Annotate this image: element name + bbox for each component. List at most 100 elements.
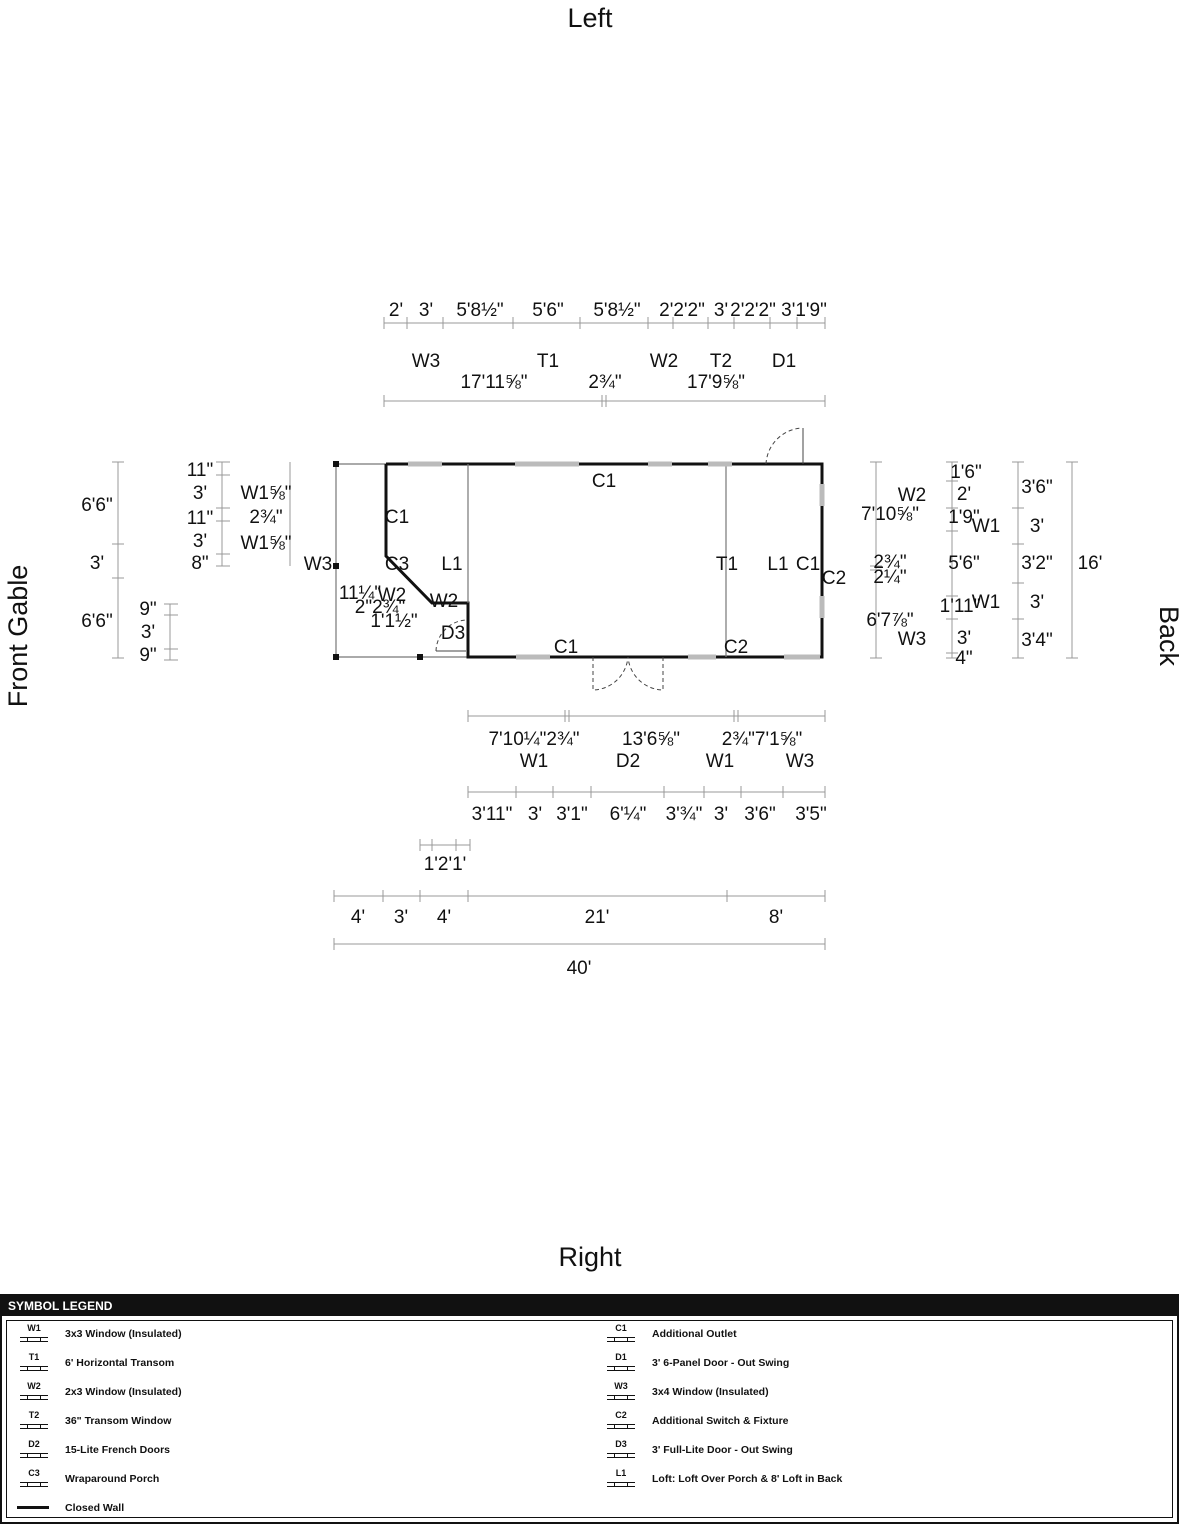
svg-text:W1: W1 — [520, 751, 549, 772]
porch-symbol-icon: C3 — [17, 1468, 51, 1490]
transom-symbol-icon: T1 — [17, 1352, 51, 1374]
svg-text:1'2'1': 1'2'1' — [424, 854, 467, 875]
svg-text:2"2¾": 2"2¾" — [355, 597, 405, 618]
svg-text:9": 9" — [139, 599, 156, 620]
legend-item-closed-wall: Closed Wall — [17, 1497, 124, 1519]
door-symbol-icon: D3 — [604, 1439, 638, 1461]
svg-text:3': 3' — [1030, 592, 1044, 613]
svg-text:7'10⅝": 7'10⅝" — [861, 504, 919, 525]
svg-text:21': 21' — [585, 907, 610, 928]
svg-text:W2: W2 — [430, 591, 459, 612]
svg-text:3'¾": 3'¾" — [666, 804, 703, 825]
svg-text:3': 3' — [141, 622, 155, 643]
legend-item-w3: W3 3x4 Window (Insulated) — [604, 1381, 769, 1403]
svg-text:11": 11" — [187, 460, 213, 481]
svg-text:W3: W3 — [412, 351, 441, 372]
svg-text:3'11": 3'11" — [472, 804, 513, 825]
svg-text:8": 8" — [191, 553, 208, 574]
transom-symbol-icon: T2 — [17, 1410, 51, 1432]
svg-text:5'8½": 5'8½" — [593, 300, 640, 321]
svg-text:W3: W3 — [898, 629, 927, 650]
svg-text:5'6": 5'6" — [532, 300, 564, 321]
door-symbol-icon: D1 — [604, 1352, 638, 1374]
door-symbol-icon: D2 — [17, 1439, 51, 1461]
bottom-dimensions: 7'10¼"2¾" 13'6⅝" 2¾"7'1⅝" W1 D2 W1 W3 3'… — [333, 710, 827, 979]
svg-text:2¾": 2¾" — [249, 507, 282, 528]
svg-text:6'6": 6'6" — [81, 611, 113, 632]
svg-text:2¼": 2¼" — [873, 567, 906, 588]
svg-text:8': 8' — [769, 907, 783, 928]
plan-labels: C1 C1 C3 L1 W3 W2 W2 D3 C1 C2 T1 L1 C1 C… — [304, 471, 846, 658]
window-symbol-icon: W1 — [17, 1323, 51, 1345]
top-dimensions: 2' 3' 5'8½" 5'6" 5'8½" 2'2'2" 3' 2'2'2" … — [383, 300, 827, 407]
svg-text:3'1'9": 3'1'9" — [781, 300, 827, 321]
svg-text:3': 3' — [193, 483, 207, 504]
svg-text:3'6": 3'6" — [1021, 477, 1053, 498]
svg-text:C1: C1 — [592, 471, 616, 492]
svg-text:W2: W2 — [898, 485, 927, 506]
side-label-right: Right — [558, 1242, 622, 1272]
outlet-symbol-icon: C1 — [604, 1323, 638, 1345]
svg-text:4": 4" — [955, 648, 972, 669]
svg-text:D1: D1 — [772, 351, 796, 372]
svg-text:3': 3' — [528, 804, 542, 825]
svg-text:T2: T2 — [710, 351, 732, 372]
svg-text:D2: D2 — [616, 751, 640, 772]
svg-text:2¾": 2¾" — [873, 552, 906, 573]
svg-text:3': 3' — [394, 907, 408, 928]
svg-text:W2: W2 — [650, 351, 679, 372]
svg-text:11": 11" — [187, 508, 213, 529]
svg-text:5'6": 5'6" — [948, 553, 980, 574]
svg-text:W1: W1 — [972, 592, 1001, 613]
svg-text:4': 4' — [437, 907, 451, 928]
front-dimensions: 6'6" 3' 6'6" 11" 3' 11" 3' 8" W1⅝" 2¾" W… — [81, 460, 291, 666]
svg-text:3'5": 3'5" — [795, 804, 827, 825]
svg-text:6'7⅞": 6'7⅞" — [866, 610, 913, 631]
svg-text:C2: C2 — [822, 568, 846, 589]
svg-text:C2: C2 — [724, 637, 748, 658]
svg-text:C1: C1 — [796, 554, 820, 575]
svg-text:17'9⅝": 17'9⅝" — [687, 372, 745, 393]
back-dimensions: 7'10⅝" 2¾" 2¼" 6'7⅞" 1'6" 2' 1'9" 5'6" 1… — [861, 461, 1103, 669]
svg-text:2': 2' — [389, 300, 403, 321]
svg-text:6'6": 6'6" — [81, 495, 113, 516]
svg-text:2'2'2": 2'2'2" — [730, 300, 776, 321]
svg-text:C1: C1 — [554, 637, 578, 658]
svg-text:3'4": 3'4" — [1021, 630, 1053, 651]
svg-text:4': 4' — [351, 907, 365, 928]
svg-text:5'8½": 5'8½" — [456, 300, 503, 321]
door-d2-swing-right — [627, 656, 664, 691]
svg-text:16': 16' — [1078, 553, 1103, 574]
svg-text:2'2'2": 2'2'2" — [659, 300, 705, 321]
svg-text:9": 9" — [139, 645, 156, 666]
svg-text:2¾"7'1⅝": 2¾"7'1⅝" — [722, 729, 803, 750]
door-d3-swing — [435, 619, 467, 652]
svg-text:3'2": 3'2" — [1021, 553, 1053, 574]
side-label-front: Front Gable — [3, 565, 33, 708]
legend-item-d2: D2 15-Lite French Doors — [17, 1439, 170, 1461]
svg-text:17'11⅝": 17'11⅝" — [460, 372, 527, 393]
svg-text:1'9": 1'9" — [948, 507, 980, 528]
svg-text:3': 3' — [193, 531, 207, 552]
svg-text:3': 3' — [714, 300, 728, 321]
loft-symbol-icon: L1 — [604, 1468, 638, 1490]
legend-item-c2: C2 Additional Switch & Fixture — [604, 1410, 789, 1432]
svg-text:3': 3' — [714, 804, 728, 825]
svg-text:W3: W3 — [786, 751, 815, 772]
svg-text:2': 2' — [957, 484, 971, 505]
svg-text:W1⅝": W1⅝" — [240, 533, 291, 554]
closed-wall-symbol-icon — [17, 1497, 51, 1519]
svg-text:3': 3' — [90, 553, 104, 574]
svg-text:3'1": 3'1" — [556, 804, 588, 825]
svg-text:3': 3' — [419, 300, 433, 321]
svg-text:T1: T1 — [537, 351, 559, 372]
legend-item-w2: W2 2x3 Window (Insulated) — [17, 1381, 182, 1403]
svg-text:T1: T1 — [716, 554, 738, 575]
svg-text:C3: C3 — [385, 554, 409, 575]
legend-item-t2: T2 36" Transom Window — [17, 1410, 171, 1432]
legend-title: SYMBOL LEGEND — [2, 1296, 1177, 1316]
switch-symbol-icon: C2 — [604, 1410, 638, 1432]
svg-text:7'10¼"2¾": 7'10¼"2¾" — [488, 729, 579, 750]
window-symbol-icon: W3 — [604, 1381, 638, 1403]
window-symbol-icon: W2 — [17, 1381, 51, 1403]
